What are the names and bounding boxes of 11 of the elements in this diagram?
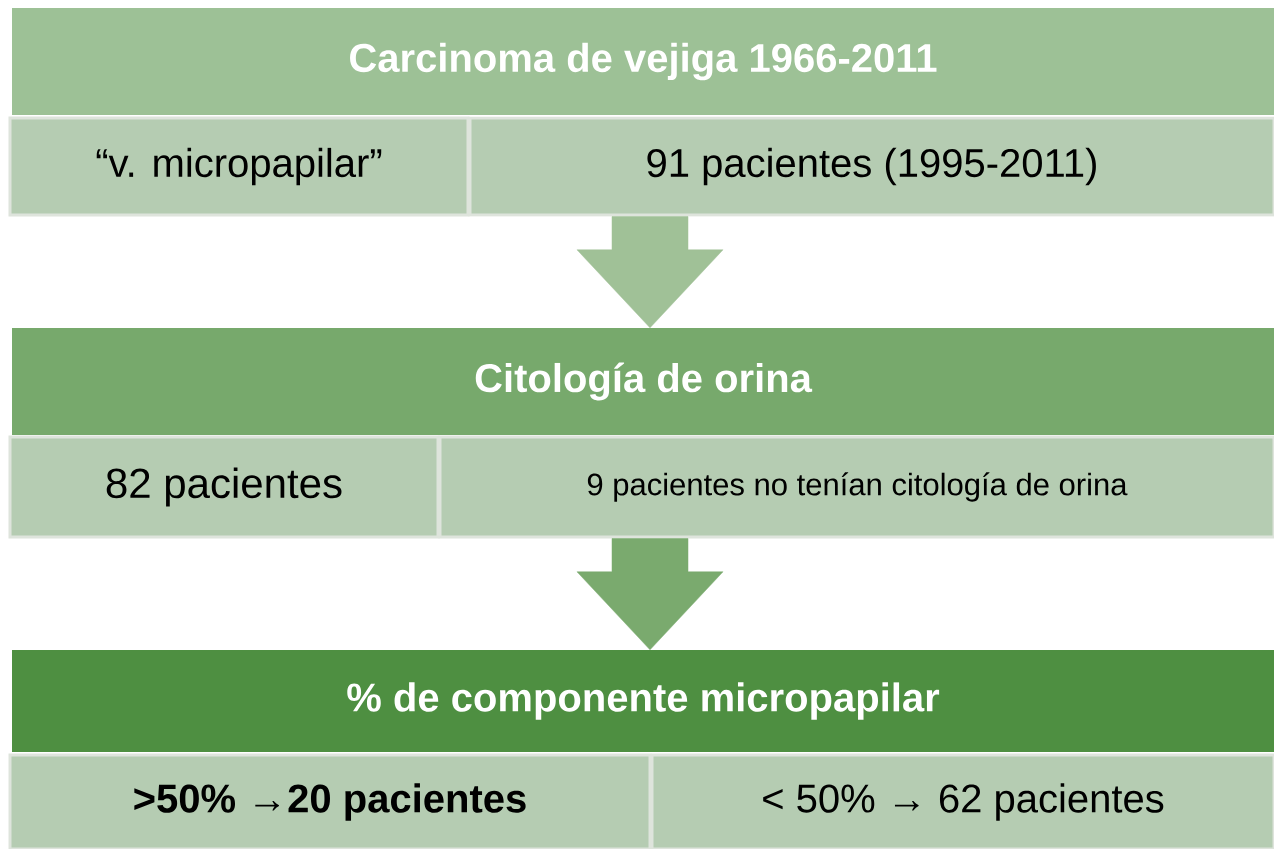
header-band: Citología de orina <box>12 328 1274 435</box>
header-band: % de componente micropapilar <box>12 650 1274 752</box>
table-cell: < 50% → 62 pacientes <box>650 753 1274 849</box>
table-cell: >50% →20 pacientes <box>8 753 652 849</box>
block-arrow <box>576 216 724 329</box>
table-cell: “v. micropapilar” <box>8 116 470 217</box>
header-band: Carcinoma de vejiga 1966-2011 <box>12 8 1274 115</box>
table-cell: 82 pacientes <box>8 435 440 539</box>
table-cell: 9 pacientes no tenían citología de orina <box>438 435 1274 539</box>
block-arrow <box>576 538 724 651</box>
table-cell: 91 pacientes (1995-2011) <box>468 116 1274 217</box>
